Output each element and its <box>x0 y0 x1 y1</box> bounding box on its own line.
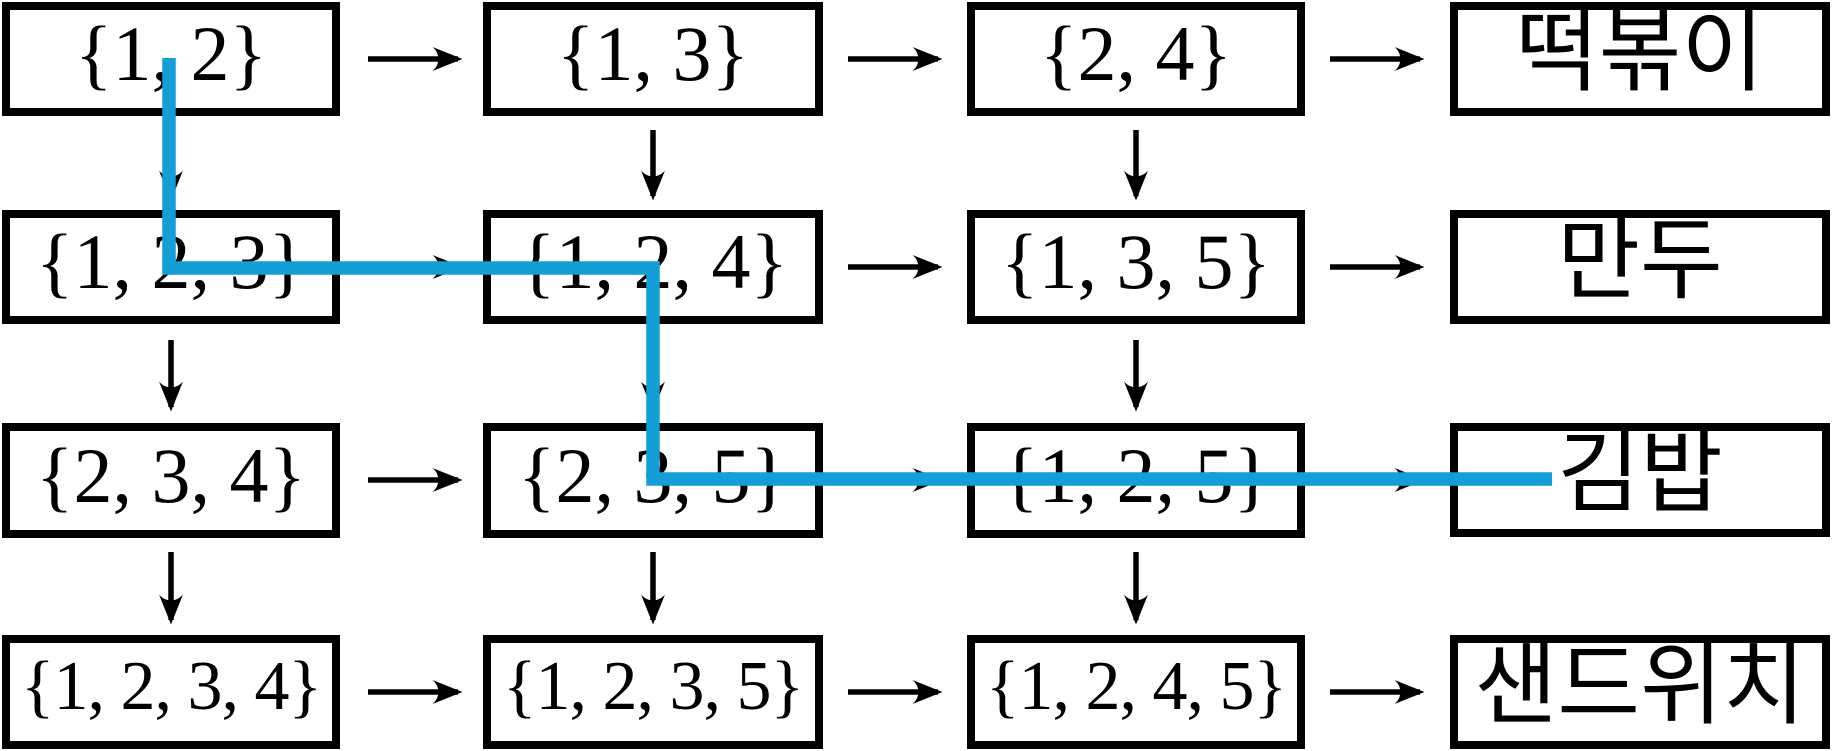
node-set-2-3-5: {2, 3, 5} <box>483 423 823 538</box>
node-label: {1, 2, 3, 5} <box>502 648 804 725</box>
node-set-1-2-4-5: {1, 2, 4, 5} <box>967 635 1305 749</box>
node-label: {1, 2, 4, 5} <box>985 648 1287 725</box>
node-set-1-3-5: {1, 3, 5} <box>967 210 1305 324</box>
node-label: {2, 3, 5} <box>518 431 788 519</box>
node-food-mandu: 만두 <box>1450 210 1830 324</box>
node-set-1-2-3: {1, 2, 3} <box>2 210 340 324</box>
node-set-1-2-4: {1, 2, 4} <box>483 210 823 324</box>
black-arrows <box>159 47 1425 704</box>
node-set-2-3-4: {2, 3, 4} <box>2 423 340 538</box>
node-set-2-4: {2, 4} <box>967 2 1305 116</box>
node-set-1-2: {1, 2} <box>2 2 340 116</box>
node-set-1-3: {1, 3} <box>483 2 823 116</box>
node-label: {1, 2, 4} <box>518 218 788 305</box>
node-label: {1, 2, 3} <box>36 218 306 305</box>
node-label: {1, 3, 5} <box>1001 218 1271 305</box>
node-label: {1, 3} <box>557 10 749 97</box>
node-set-1-2-3-4: {1, 2, 3, 4} <box>2 635 340 749</box>
node-label: 김밥 <box>1557 425 1723 524</box>
node-label: {1, 2} <box>75 10 267 97</box>
node-food-sandwich: 샌드위치 <box>1450 635 1830 749</box>
node-label: 만두 <box>1557 212 1723 311</box>
node-food-gimbap: 김밥 <box>1450 423 1830 537</box>
node-label: {2, 3, 4} <box>36 431 306 519</box>
highlight-path <box>162 58 1552 486</box>
node-label: {2, 4} <box>1040 10 1232 97</box>
node-label: {1, 2, 3, 4} <box>20 648 322 725</box>
node-food-tteokbokki: 떡볶이 <box>1450 2 1830 116</box>
node-label: 떡볶이 <box>1515 4 1765 103</box>
node-set-1-2-3-5: {1, 2, 3, 5} <box>483 635 823 749</box>
node-set-1-2-5: {1, 2, 5} <box>967 423 1305 538</box>
node-label: 샌드위치 <box>1474 637 1806 736</box>
node-label: {1, 2, 5} <box>1001 431 1271 519</box>
